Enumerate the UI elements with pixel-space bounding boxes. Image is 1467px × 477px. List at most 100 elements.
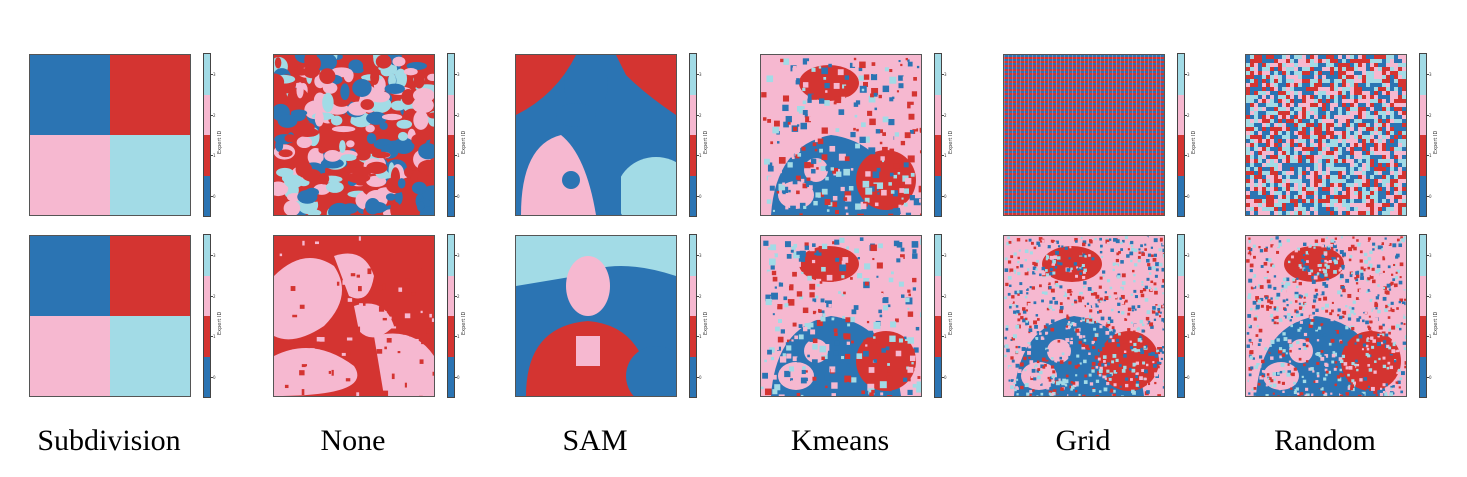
colorbar	[203, 234, 211, 398]
colorbar-label: Expert ID	[703, 311, 709, 335]
colorbar-tick-mark	[455, 155, 457, 157]
colorbar-tick-label: 2	[1429, 293, 1432, 299]
colorbar-tick-label: 0	[944, 374, 947, 380]
colorbar-tick-label: 1	[944, 153, 947, 159]
colorbar-tick-mark	[1427, 114, 1429, 116]
expert-map-panel	[1245, 235, 1407, 397]
colorbar-tick-mark	[942, 155, 944, 157]
colorbar-tick-mark	[211, 74, 213, 76]
colorbar-segment	[1420, 356, 1426, 397]
colorbar-label: Expert ID	[1433, 130, 1439, 154]
colorbar-segment	[690, 135, 696, 176]
colorbar-segment	[1420, 54, 1426, 95]
colorbar-segment	[1178, 316, 1184, 357]
colorbar-tick-label: 1	[1429, 153, 1432, 159]
colorbar-tick-mark	[211, 155, 213, 157]
colorbar-tick-label: 3	[457, 253, 460, 259]
colorbar-segment	[690, 94, 696, 135]
expert-map-panel	[1003, 235, 1165, 397]
colorbar-tick-label: 3	[1429, 72, 1432, 78]
colorbar	[934, 53, 942, 217]
colorbar-segment	[935, 356, 941, 397]
colorbar-tick-label: 1	[1187, 153, 1190, 159]
colorbar-tick-label: 0	[457, 193, 460, 199]
colorbar-tick-label: 3	[1187, 253, 1190, 259]
colorbar-tick-mark	[942, 336, 944, 338]
colorbar-tick-mark	[1427, 376, 1429, 378]
colorbar-segment	[448, 235, 454, 276]
colorbar-tick-label: 0	[699, 374, 702, 380]
expert-map-panel	[760, 54, 922, 216]
colorbar	[1419, 234, 1427, 398]
colorbar-tick-label: 3	[1429, 253, 1432, 259]
colorbar-segment	[448, 135, 454, 176]
colorbar-tick-label: 2	[213, 293, 216, 299]
colorbar-segment	[935, 175, 941, 216]
colorbar	[203, 53, 211, 217]
colorbar-label: Expert ID	[703, 130, 709, 154]
colorbar-tick-label: 0	[213, 193, 216, 199]
expert-map-panel	[29, 235, 191, 397]
colorbar-segment	[204, 235, 210, 276]
colorbar-tick-mark	[1427, 155, 1429, 157]
colorbar-segment	[1178, 175, 1184, 216]
colorbar-segment	[1420, 275, 1426, 316]
colorbar-tick-mark	[1427, 336, 1429, 338]
colorbar-tick-mark	[455, 74, 457, 76]
colorbar-segment	[204, 94, 210, 135]
colorbar-tick-label: 2	[699, 293, 702, 299]
colorbar-label: Expert ID	[461, 130, 467, 154]
colorbar-segment	[690, 175, 696, 216]
colorbar-tick-mark	[211, 376, 213, 378]
colorbar-tick-label: 3	[213, 253, 216, 259]
colorbar-segment	[448, 275, 454, 316]
colorbar-tick-label: 2	[1187, 293, 1190, 299]
colorbar-tick-mark	[211, 336, 213, 338]
colorbar-segment	[690, 275, 696, 316]
colorbar-segment	[1178, 275, 1184, 316]
colorbar-tick-mark	[697, 336, 699, 338]
colorbar-tick-label: 1	[457, 153, 460, 159]
colorbar-segment	[690, 316, 696, 357]
colorbar-tick-mark	[455, 195, 457, 197]
colorbar-segment	[448, 316, 454, 357]
colorbar-tick-label: 3	[457, 72, 460, 78]
colorbar-tick-mark	[1427, 74, 1429, 76]
colorbar-segment	[1420, 316, 1426, 357]
colorbar-tick-label: 0	[699, 193, 702, 199]
colorbar-tick-mark	[455, 295, 457, 297]
colorbar-tick-mark	[697, 155, 699, 157]
colorbar-tick-mark	[697, 74, 699, 76]
colorbar-segment	[1420, 235, 1426, 276]
colorbar-tick-label: 0	[1187, 374, 1190, 380]
colorbar-label: Expert ID	[1191, 311, 1197, 335]
colorbar-tick-mark	[1427, 195, 1429, 197]
colorbar	[447, 53, 455, 217]
colorbar	[1177, 234, 1185, 398]
colorbar-label: Expert ID	[1191, 130, 1197, 154]
colorbar-tick-mark	[697, 195, 699, 197]
colorbar-segment	[935, 94, 941, 135]
colorbar-tick-mark	[697, 255, 699, 257]
colorbar-tick-label: 2	[944, 293, 947, 299]
colorbar-segment	[935, 316, 941, 357]
colorbar-tick-mark	[1427, 295, 1429, 297]
colorbar-segment	[448, 54, 454, 95]
colorbar-label: Expert ID	[217, 130, 223, 154]
colorbar-segment	[935, 235, 941, 276]
colorbar-tick-mark	[455, 255, 457, 257]
colorbar-segment	[448, 175, 454, 216]
expert-map-panel	[515, 235, 677, 397]
colorbar-tick-mark	[697, 295, 699, 297]
colorbar-tick-mark	[942, 195, 944, 197]
colorbar-tick-mark	[1185, 74, 1187, 76]
colorbar-segment	[1178, 235, 1184, 276]
colorbar-tick-mark	[1185, 295, 1187, 297]
colorbar-tick-label: 3	[944, 253, 947, 259]
colorbar-tick-label: 2	[1429, 112, 1432, 118]
colorbar-segment	[690, 235, 696, 276]
